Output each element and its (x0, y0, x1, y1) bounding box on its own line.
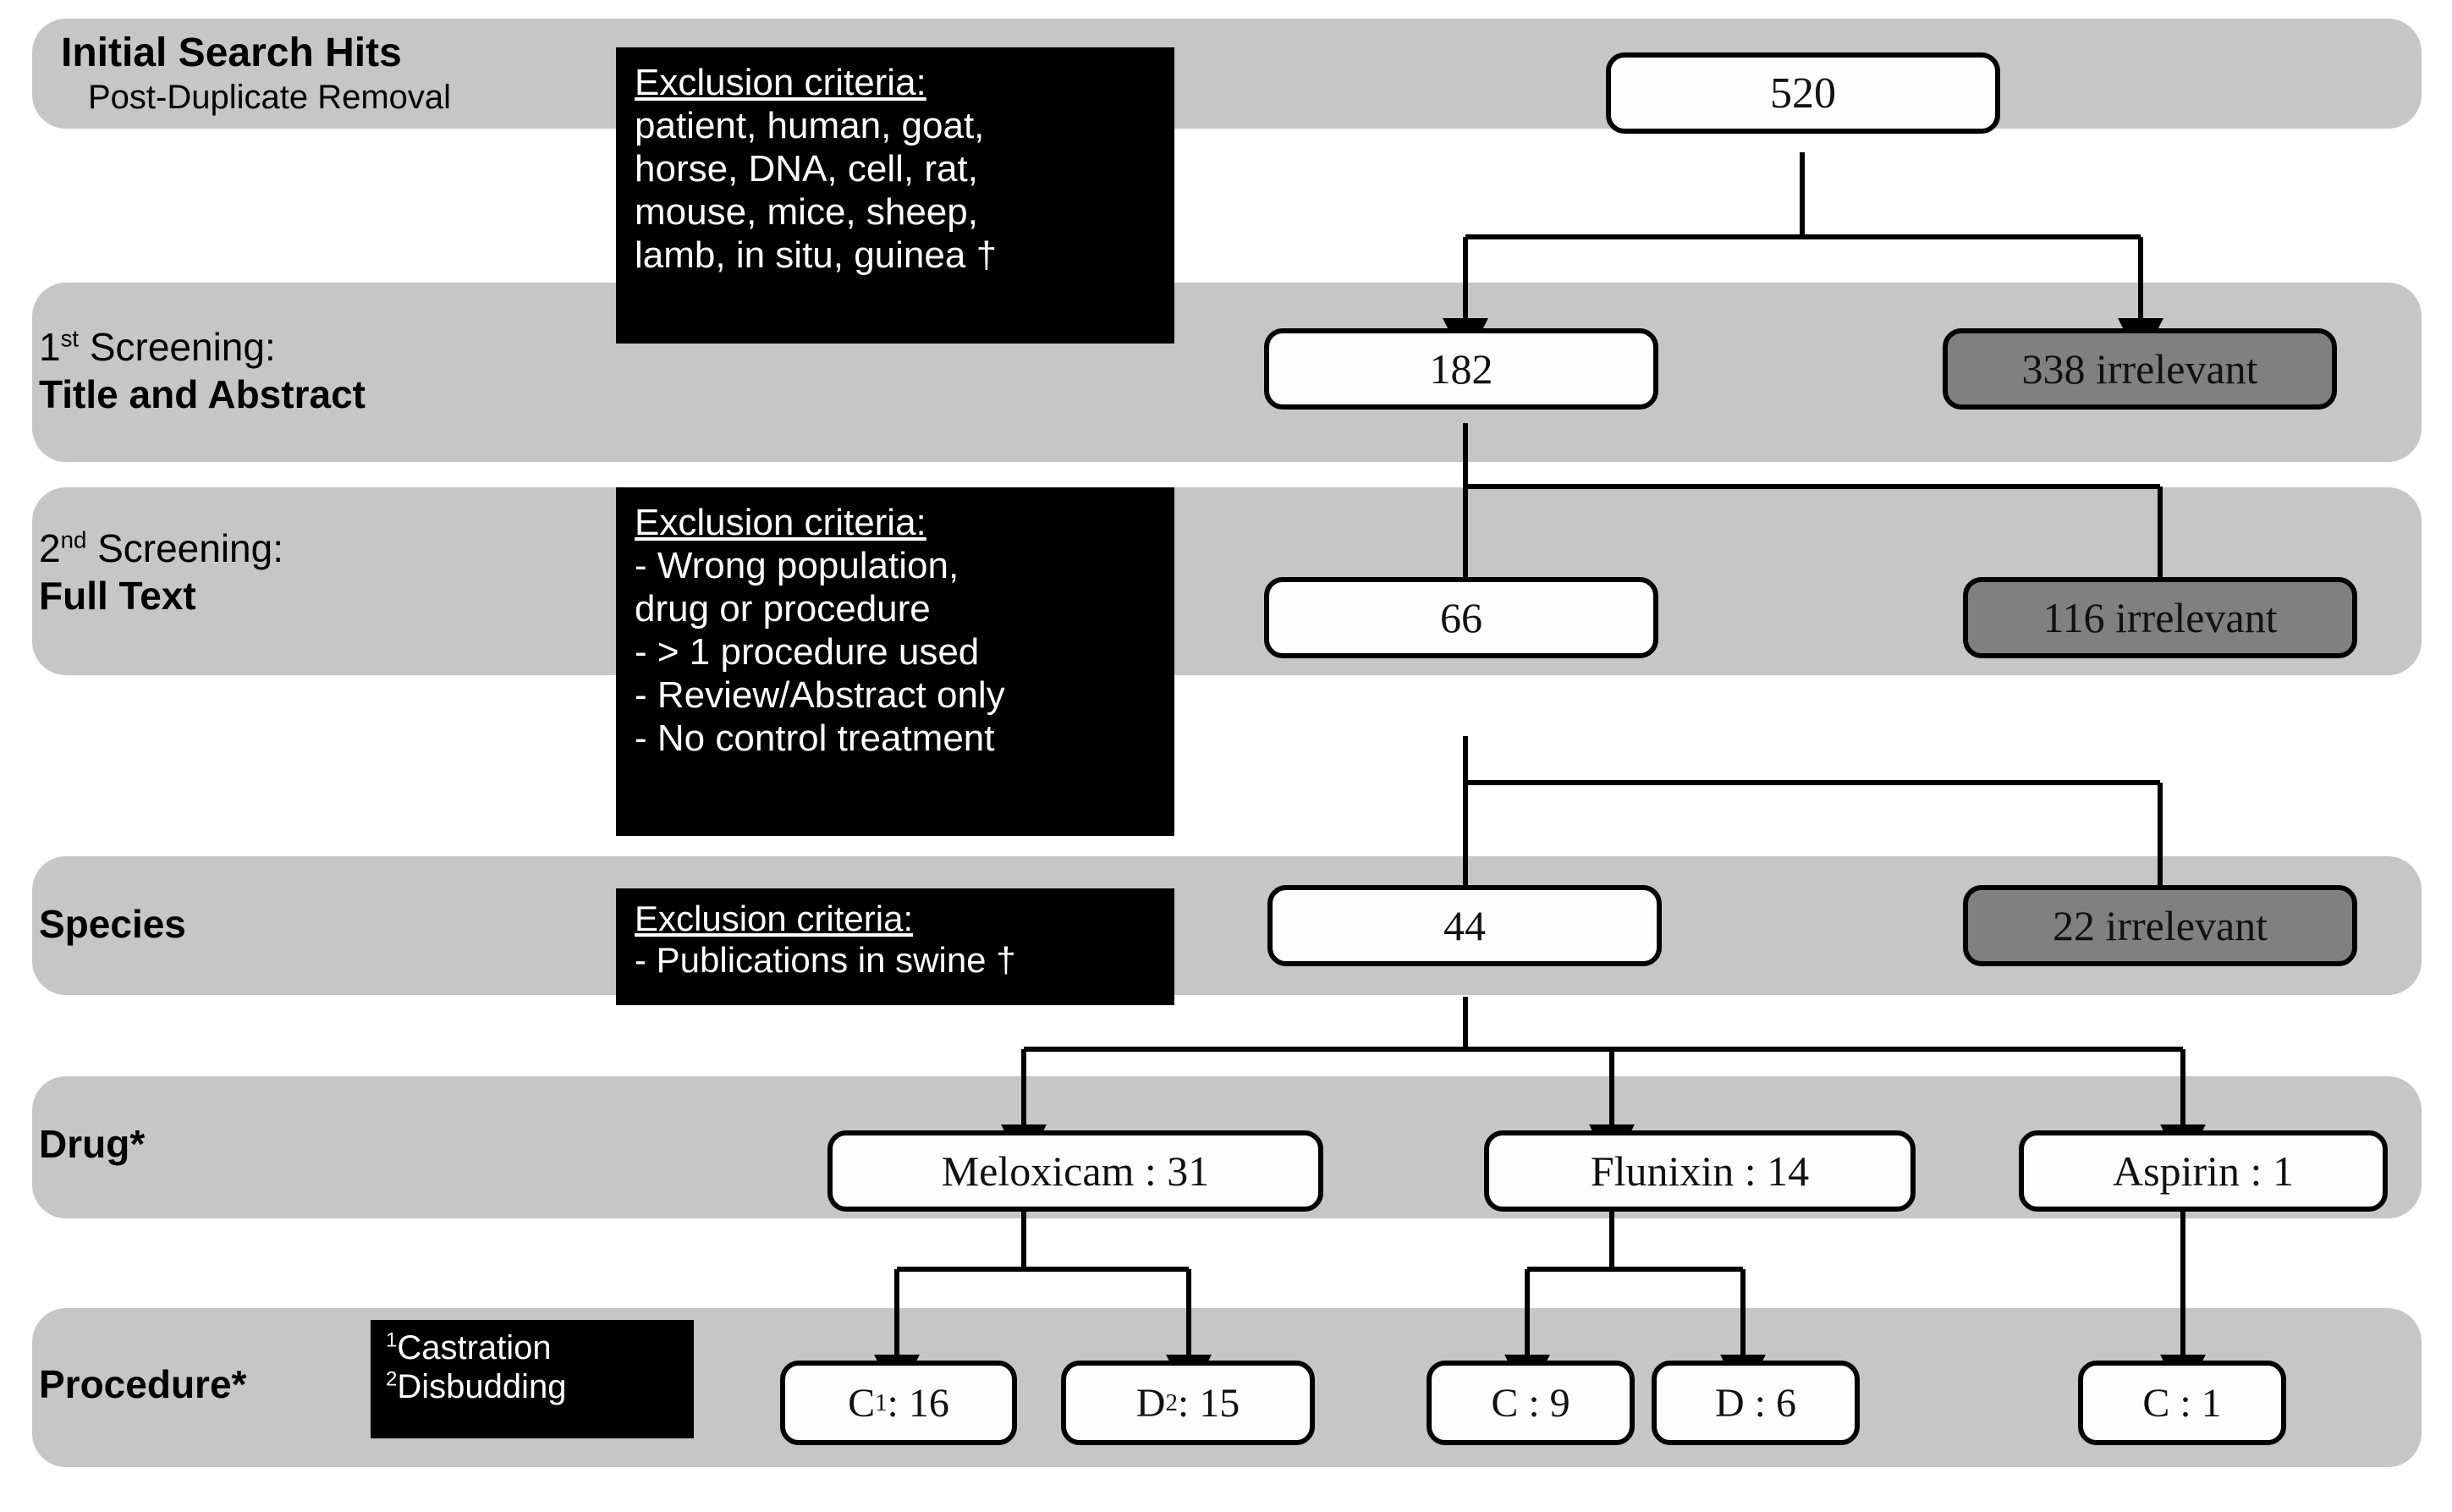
callout-procedure-legend-line-1: 1Castration (386, 1328, 679, 1367)
node-drug-aspirin[interactable]: Aspirin : 1 (2019, 1130, 2388, 1212)
row-label-first-screening-line1: 1st Screening: (39, 327, 366, 367)
callout-full-text-line-4: - Review/Abstract only (635, 674, 1005, 717)
callout-species-header: Exclusion criteria: (635, 899, 914, 938)
node-species-included[interactable]: 44 (1267, 885, 1662, 966)
row-label-first-screening-rest: Screening: (79, 325, 276, 369)
row-label-species: Species (39, 902, 186, 946)
row-label-drug: Drug* (39, 1122, 146, 1166)
node-screen1-included[interactable]: 182 (1264, 328, 1658, 410)
callout-full-text-header: Exclusion criteria: (635, 502, 926, 543)
row-label-second-screening-line1: 2nd Screening: (39, 528, 283, 569)
row-label-first-screening-sup: st (60, 325, 80, 352)
row-label-procedure: Procedure* (39, 1362, 247, 1406)
callout-search-terms-header: Exclusion criteria: (635, 62, 926, 103)
node-screen2-included[interactable]: 66 (1264, 577, 1658, 658)
row-label-second-screening: 2nd Screening: Full Text (39, 528, 283, 617)
callout-procedure-legend: 1Castration 2Disbudding (371, 1320, 694, 1438)
row-label-second-screening-rest: Screening: (86, 526, 283, 570)
callout-procedure-legend-line-2: 2Disbudding (386, 1367, 679, 1406)
callout-full-text-line-5: - No control treatment (635, 718, 995, 760)
band-initial-search (32, 19, 2422, 129)
legend-text-castration: Castration (397, 1329, 552, 1366)
callout-full-text: Exclusion criteria: - Wrong population, … (616, 487, 1174, 836)
row-label-first-screening-prefix: 1 (39, 325, 61, 369)
legend-superscript-2: 2 (386, 1368, 398, 1392)
row-label-first-screening: 1st Screening: Title and Abstract (39, 327, 366, 415)
node-species-excluded[interactable]: 22 irrelevant (1963, 885, 2357, 966)
row-label-second-screening-line2: Full Text (39, 574, 196, 619)
row-label-initial-search-line2: Post-Duplicate Removal (88, 79, 452, 117)
callout-search-terms-line-4: lamb, in situ, guinea † (635, 234, 998, 277)
row-label-initial-search: Initial Search Hits Post-Duplicate Remov… (61, 30, 452, 117)
callout-species: Exclusion criteria: - Publications in sw… (616, 888, 1174, 1005)
callout-search-terms-line-2: horse, DNA, cell, rat, (635, 148, 978, 190)
legend-superscript-1: 1 (386, 1328, 398, 1352)
row-label-initial-search-line1: Initial Search Hits (61, 30, 402, 75)
node-drug-flunixin[interactable]: Flunixin : 14 (1484, 1130, 1916, 1212)
callout-species-line-1: - Publications in swine † (635, 939, 1016, 980)
node-proc-flunixin-disbudding[interactable]: D : 6 (1652, 1361, 1860, 1445)
node-screen1-excluded[interactable]: 338 irrelevant (1943, 328, 2337, 410)
callout-search-terms-line-3: mouse, mice, sheep, (635, 191, 978, 234)
node-proc-flunixin-castration[interactable]: C : 9 (1427, 1361, 1635, 1445)
proc-melox-castration-prefix: C (848, 1380, 876, 1426)
node-screen2-excluded[interactable]: 116 irrelevant (1963, 577, 2357, 658)
callout-full-text-line-1: - Wrong population, (635, 545, 959, 587)
node-initial-total[interactable]: 520 (1606, 52, 2000, 134)
callout-full-text-line-3: - > 1 procedure used (635, 631, 980, 674)
callout-search-terms: Exclusion criteria: patient, human, goat… (616, 47, 1174, 344)
callout-search-terms-line-1: patient, human, goat, (635, 105, 985, 147)
proc-melox-disbud-sup: 2 (1165, 1388, 1178, 1416)
proc-melox-disbud-value: : 15 (1177, 1380, 1240, 1426)
proc-melox-castration-sup: 1 (875, 1388, 888, 1416)
proc-melox-castration-value: : 16 (887, 1380, 949, 1426)
proc-melox-disbud-prefix: D (1135, 1380, 1166, 1426)
node-drug-meloxicam[interactable]: Meloxicam : 31 (827, 1130, 1323, 1212)
row-label-second-screening-prefix: 2 (39, 526, 61, 570)
legend-text-disbudding: Disbudding (397, 1368, 567, 1406)
node-proc-aspirin-castration[interactable]: C : 1 (2078, 1361, 2286, 1445)
row-label-first-screening-line2: Title and Abstract (39, 372, 366, 417)
callout-full-text-line-2: drug or procedure (635, 588, 931, 630)
row-label-second-screening-sup: nd (60, 526, 87, 553)
